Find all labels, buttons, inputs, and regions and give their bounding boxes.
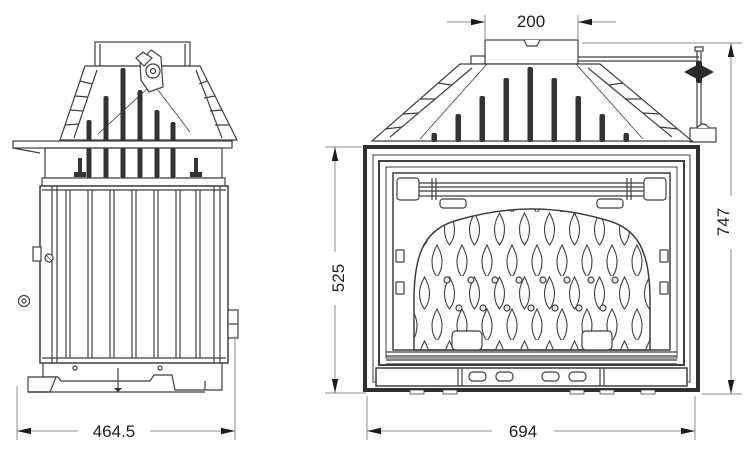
air-slots	[468, 371, 587, 382]
dimension-overall-width: 694	[366, 396, 696, 441]
front-heat-pins	[431, 67, 629, 142]
front-sill	[386, 351, 677, 365]
overall-depth-label: 464.5	[93, 422, 136, 441]
damper-bracket	[689, 123, 717, 143]
front-door-handle-bar	[396, 177, 667, 209]
damper-handle	[684, 61, 714, 83]
front-damper-control	[578, 46, 717, 143]
flue-collar-width-label: 200	[517, 12, 545, 31]
dimension-arrow	[578, 18, 592, 26]
dimension-arrow	[727, 43, 735, 57]
side-door-latch	[17, 246, 54, 308]
dimension-arrow	[471, 18, 485, 26]
dimension-overall-depth: 464.5	[16, 336, 236, 441]
side-rear-bracket	[227, 309, 239, 339]
dimension-arrow	[367, 427, 381, 435]
side-base	[27, 363, 223, 393]
door-hinge-tabs	[395, 249, 669, 295]
front-base	[409, 388, 656, 395]
dimension-annotations: 200 747 525	[16, 12, 742, 441]
side-body	[17, 185, 239, 364]
dimension-arrow	[331, 147, 339, 161]
grille-rivets	[443, 276, 619, 312]
side-view	[12, 41, 239, 393]
side-heat-pins	[74, 68, 202, 178]
dimension-arrow	[681, 427, 695, 435]
body-height-label: 525	[329, 264, 348, 292]
dimension-arrow	[331, 379, 339, 393]
front-flame-grille	[413, 208, 651, 351]
front-flue-collar	[470, 39, 579, 65]
side-damper-pivot	[135, 49, 164, 93]
dimension-body-height: 525	[325, 146, 366, 394]
overall-height-label: 747	[714, 208, 733, 236]
dimension-arrow	[17, 427, 31, 435]
front-view	[363, 39, 717, 395]
dimension-overall-height: 747	[582, 42, 742, 395]
dimension-arrow	[221, 427, 235, 435]
overall-width-label: 694	[509, 422, 537, 441]
side-body-fins	[65, 190, 201, 358]
dimension-arrow	[727, 380, 735, 394]
dimension-flue-collar-width: 200	[447, 12, 616, 40]
front-air-control-strip	[375, 367, 688, 387]
